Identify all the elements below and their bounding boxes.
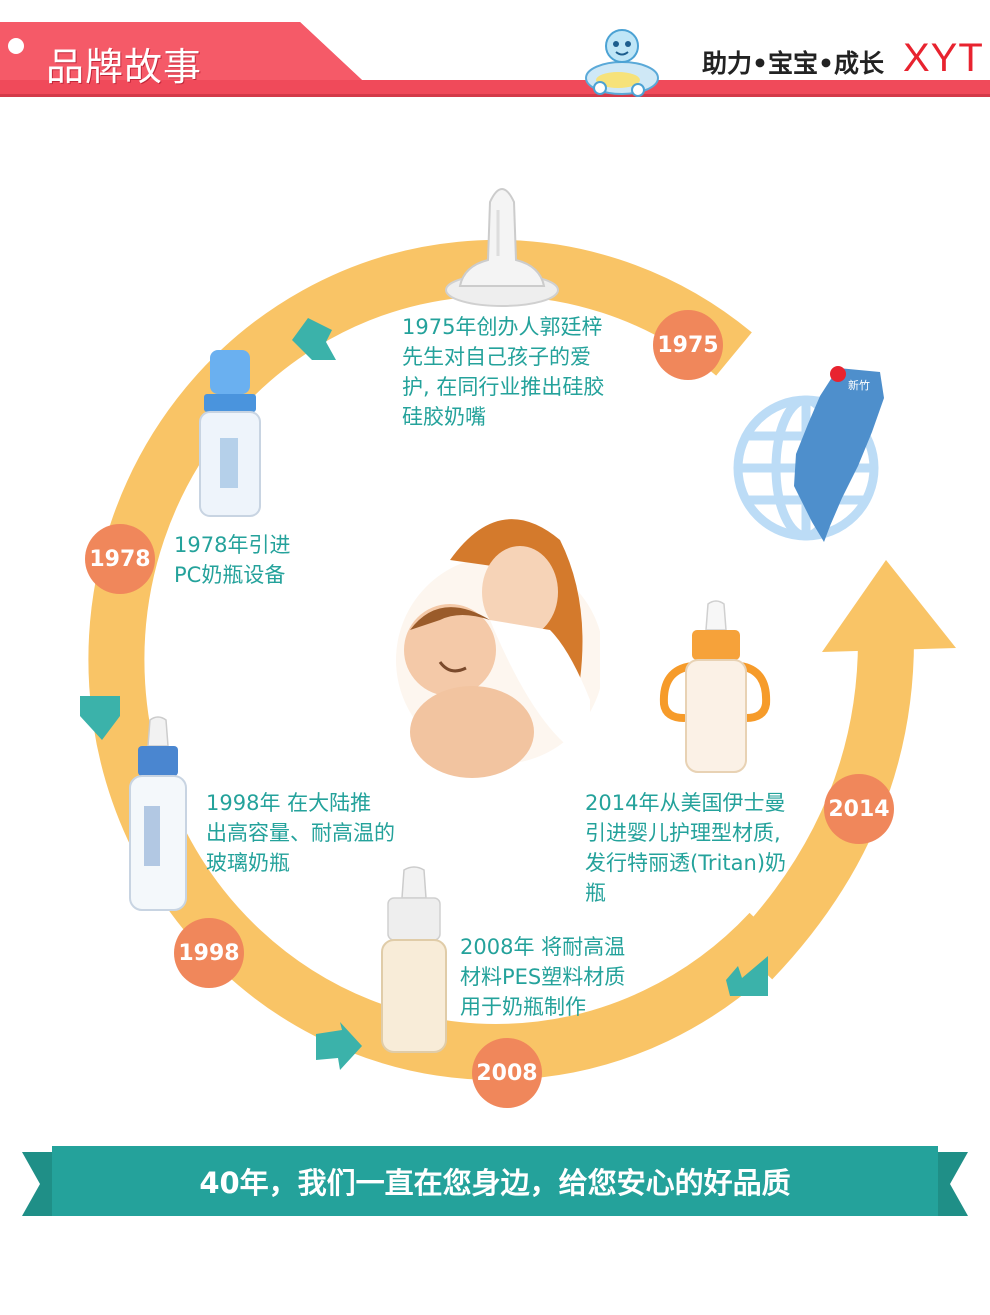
year-badge-2014: 2014 <box>824 774 894 844</box>
year-badge-1998: 1998 <box>174 918 244 988</box>
brand-logo-text: XYT <box>903 36 984 80</box>
page-title: 品牌故事 <box>46 45 203 89</box>
arrow-icon-1 <box>292 318 336 360</box>
milestone-1998-text: 1998年 在大陆推 出高容量、耐高温的 玻璃奶瓶 <box>206 791 395 875</box>
footer-banner-text: 40年，我们一直在您身边，给您安心的好品质 <box>199 1166 791 1200</box>
glass-bottle-image <box>129 716 187 911</box>
pc-bottle-image <box>199 350 261 517</box>
year-badge-1975: 1975 <box>653 310 723 380</box>
arrow-icon-3 <box>316 1022 362 1070</box>
ring-arrowhead <box>822 560 956 652</box>
milestone-2008-text: 2008年 将耐高温 材料PES塑料材质 用于奶瓶制作 <box>460 935 626 1019</box>
milestone-2014-text: 2014年从美国伊士曼 引进婴儿护理型材质, 发行特丽透(Tritan)奶 瓶 <box>585 791 787 905</box>
milestone-1978-text: 1978年引进 PC奶瓶设备 <box>174 533 291 587</box>
mascot-icon <box>585 29 659 97</box>
header-background <box>0 22 990 97</box>
milestone-1975-text: 1975年创办人郭廷梓 先生对自己孩子的爱 护, 在同行业推出硅胶 硅胶奶嘴 <box>402 315 605 429</box>
arrow-icon-4 <box>726 956 768 996</box>
banner-ribbon <box>22 1146 968 1216</box>
map-city-label: 新竹 <box>848 379 870 392</box>
tritan-bottle-image <box>659 600 771 773</box>
nipple-image <box>445 188 559 307</box>
year-badge-1978: 1978 <box>85 524 155 594</box>
taiwan-globe-icon <box>733 366 884 542</box>
mother-baby-image <box>396 519 600 778</box>
footer-banner <box>0 1140 990 1230</box>
pes-bottle-image <box>381 866 447 1053</box>
year-badge-2008: 2008 <box>472 1038 542 1108</box>
brand-slogan: 助力•宝宝•成长 <box>702 49 884 78</box>
header-bar <box>0 0 990 100</box>
arrow-icon-2 <box>80 696 120 740</box>
